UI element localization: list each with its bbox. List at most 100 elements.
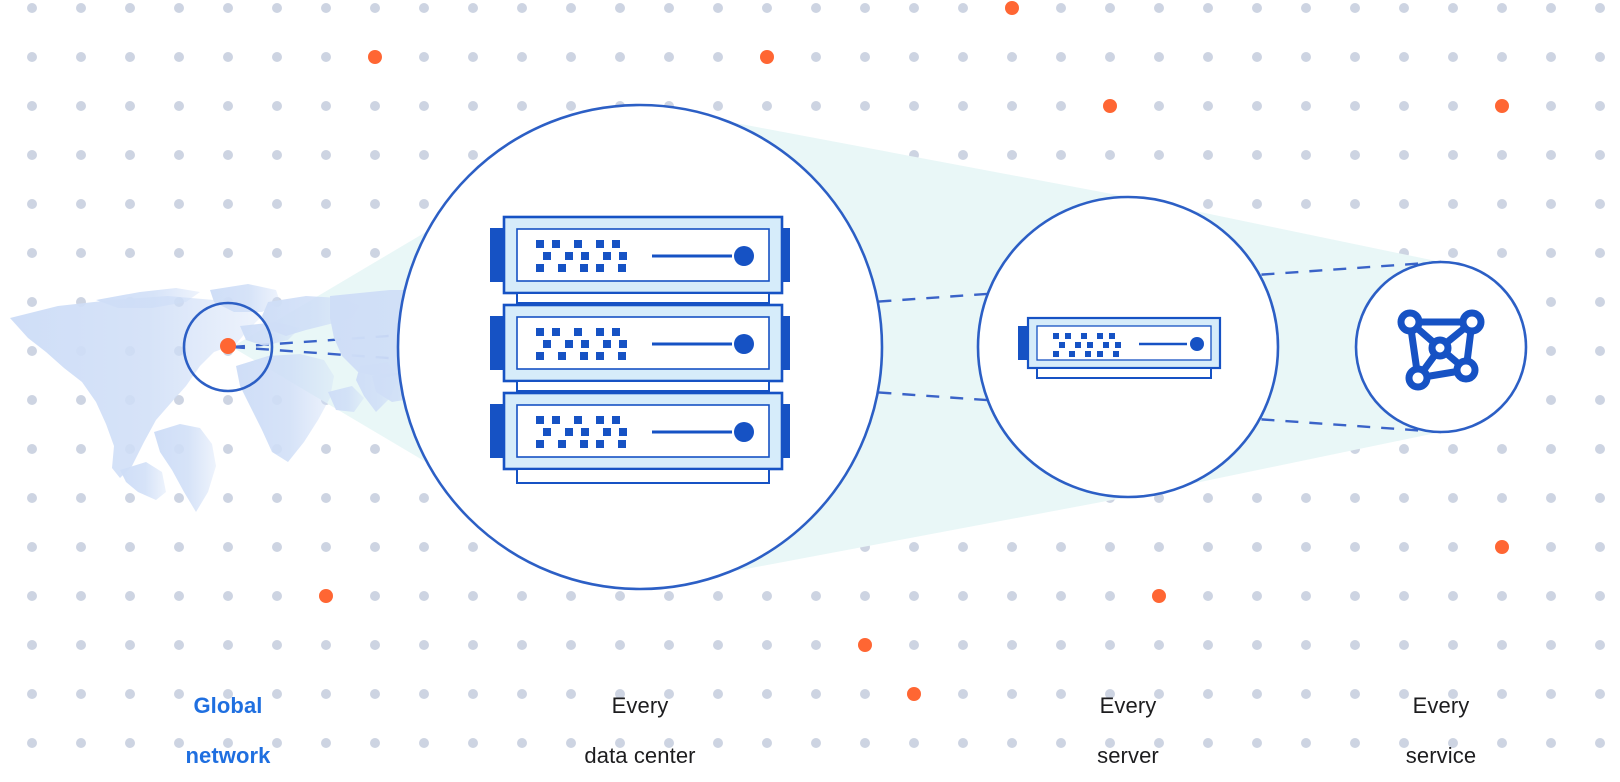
grid-dot [1301,689,1311,699]
grid-dot [1007,150,1017,160]
grid-dot [1007,542,1017,552]
grid-dot [958,542,968,552]
grid-dot [1595,297,1605,307]
grid-dot [27,542,37,552]
grid-dot [321,3,331,13]
grid-dot [370,493,380,503]
rack-unit [490,391,790,484]
grid-dot [1497,150,1507,160]
grid-dot [272,52,282,62]
stage-circle-service [1354,260,1528,434]
grid-dot [566,101,576,111]
grid-dot [615,689,625,699]
grid-dot [566,640,576,650]
grid-dot [664,52,674,62]
grid-dot [860,52,870,62]
grid-dot [174,3,184,13]
grid-dot [468,542,478,552]
grid-dot [419,3,429,13]
grid-dot [1595,101,1605,111]
grid-dot [321,493,331,503]
grid-dot [174,542,184,552]
grid-dot [1056,738,1066,748]
label-line-2: data center [584,743,696,768]
grid-dot [811,689,821,699]
grid-dot [1399,640,1409,650]
grid-dot [125,199,135,209]
grid-dot [909,591,919,601]
grid-dot [125,689,135,699]
accent-dot [1103,99,1117,113]
grid-dot [1399,199,1409,209]
grid-dot [860,738,870,748]
grid-dot [1497,199,1507,209]
grid-dot [223,591,233,601]
grid-dot [1301,738,1311,748]
grid-dot [860,591,870,601]
grid-dot [223,640,233,650]
grid-dot [1399,150,1409,160]
grid-dot [1203,52,1213,62]
grid-dot [223,542,233,552]
grid-dot [1497,640,1507,650]
grid-dot [174,493,184,503]
grid-dot [76,150,86,160]
grid-dot [27,52,37,62]
grid-dot [1007,640,1017,650]
grid-dot [1497,444,1507,454]
grid-dot [1056,591,1066,601]
grid-dot [125,248,135,258]
grid-dot [811,738,821,748]
accent-dot [760,50,774,64]
grid-dot [1252,199,1262,209]
grid-dot [419,493,429,503]
grid-dot [27,444,37,454]
label-every-service[interactable]: Every service [1341,668,1541,768]
grid-dot [272,542,282,552]
grid-dot [566,52,576,62]
grid-dot [76,591,86,601]
grid-dot [27,150,37,160]
label-every-data-center[interactable]: Every data center [520,668,760,768]
grid-dot [762,3,772,13]
grid-dot [1105,52,1115,62]
grid-dot [1448,689,1458,699]
grid-dot [174,395,184,405]
grid-dot [76,640,86,650]
grid-dot [1154,689,1164,699]
grid-dot [517,591,527,601]
grid-dot [1595,738,1605,748]
grid-dot [1595,640,1605,650]
label-every-server[interactable]: Every server [1028,668,1228,768]
grid-dot [1448,199,1458,209]
grid-dot [76,444,86,454]
grid-dot [1546,52,1556,62]
grid-dot [1399,738,1409,748]
grid-dot [125,542,135,552]
grid-dot [1350,738,1360,748]
label-line-1: Global [193,693,263,718]
grid-dot [811,52,821,62]
grid-dot [1154,52,1164,62]
grid-dot [419,591,429,601]
grid-dot [1448,52,1458,62]
grid-dot [1154,640,1164,650]
accent-dot [907,687,921,701]
grid-dot [1497,248,1507,258]
grid-dot [615,591,625,601]
grid-dot [76,3,86,13]
label-global-network[interactable]: Global network [128,668,328,768]
grid-dot [1448,248,1458,258]
grid-dot [1595,3,1605,13]
label-line-2: service [1405,743,1477,768]
grid-dot [1350,199,1360,209]
grid-dot [223,395,233,405]
single-server-icon [1018,316,1222,379]
grid-dot [125,591,135,601]
grid-dot [909,640,919,650]
grid-dot [958,3,968,13]
grid-dot [1203,199,1213,209]
grid-dot [811,3,821,13]
grid-dot [615,640,625,650]
